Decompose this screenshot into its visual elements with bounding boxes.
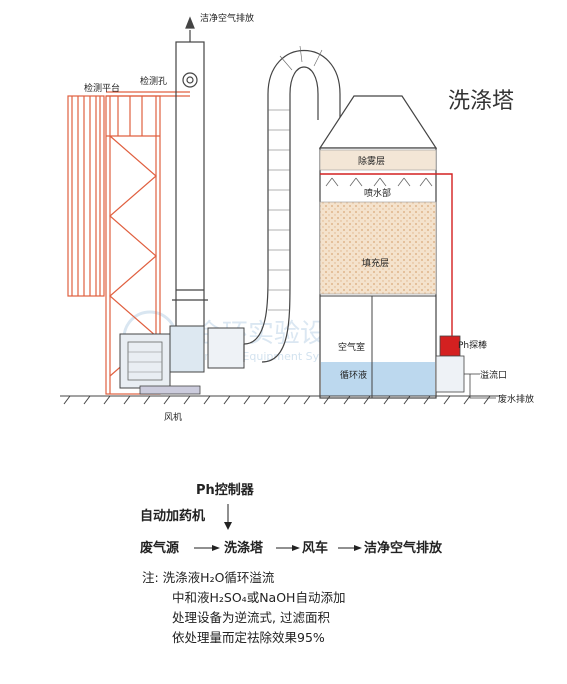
label-clean-air-top: 洁净空气排放 xyxy=(200,12,254,24)
process-flow: Ph控制器 自动加药机 废气源 洗涤塔 风车 洁净空气排放 xyxy=(140,482,443,556)
label-test-platform: 检测平台 xyxy=(84,82,120,94)
duct-ribs xyxy=(268,45,323,311)
flow-step-source: 废气源 xyxy=(140,540,179,556)
label-spray: 喷水部 xyxy=(364,187,391,199)
note-line-4: 依处理量而定祛除效果95% xyxy=(172,630,325,645)
spray-nozzles xyxy=(325,177,433,187)
packing-layer xyxy=(319,201,437,295)
label-ph-probe: Ph探棒 xyxy=(458,339,487,351)
flow-step-scrubber: 洗涤塔 xyxy=(224,540,264,556)
ground-line xyxy=(60,395,500,405)
label-air-chamber: 空气室 xyxy=(338,341,365,353)
label-overflow: 溢流口 xyxy=(480,369,507,381)
fan-unit xyxy=(119,325,245,395)
label-fan: 风机 xyxy=(164,411,182,423)
label-waste-water: 废水排放 xyxy=(498,393,534,405)
note-line-2: 中和液H₂SO₄或NaOH自动添加 xyxy=(172,590,345,605)
label-test-hole: 检测孔 xyxy=(140,75,167,87)
demister-layer xyxy=(319,149,437,171)
note-line-1: 注: 洗涤液H₂O循环溢流 xyxy=(142,570,275,585)
ph-probe-system xyxy=(435,173,496,399)
label-circulating-liquid: 循环液 xyxy=(340,369,367,381)
label-demister: 除雾层 xyxy=(358,155,385,167)
flow-step-clean-air: 洁净空气排放 xyxy=(364,540,443,556)
diagram-title: 洗涤塔 xyxy=(448,89,514,114)
notes: 注: 洗涤液H₂O循环溢流 中和液H₂SO₄或NaOH自动添加 处理设备为逆流式… xyxy=(142,570,345,645)
ph-controller-label: Ph控制器 xyxy=(196,482,255,498)
auto-dosing-label: 自动加药机 xyxy=(140,508,205,524)
scrubber-tower xyxy=(318,95,438,399)
flow-step-fan: 风车 xyxy=(302,540,328,556)
note-line-3: 处理设备为逆流式, 过滤面积 xyxy=(172,610,330,625)
liquid-tank xyxy=(321,362,435,396)
exhaust-stack xyxy=(172,16,208,343)
air-duct xyxy=(243,49,341,363)
label-packing: 填充层 xyxy=(362,257,389,269)
